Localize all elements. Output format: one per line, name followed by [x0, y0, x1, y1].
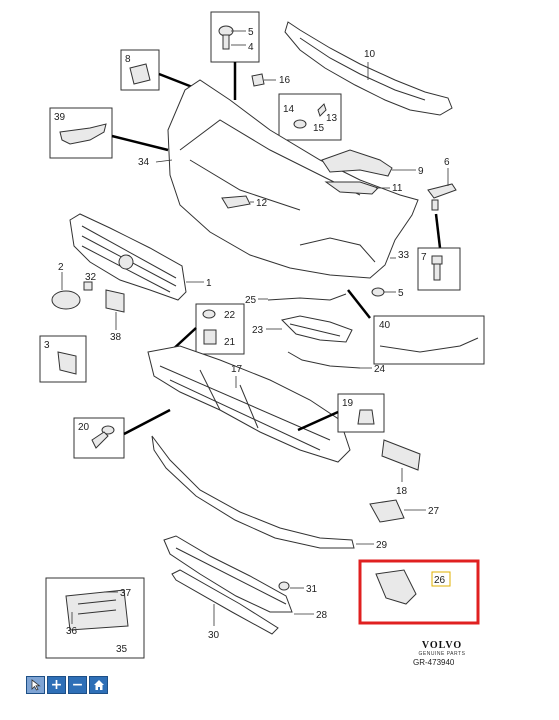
part-16-clip[interactable] — [251, 73, 265, 87]
label-4[interactable]: 4 — [248, 42, 254, 53]
part-18-cover[interactable] — [381, 439, 421, 471]
diagram-reference: GR-473940 — [413, 658, 455, 667]
part-30-strip[interactable] — [171, 569, 279, 635]
label-9[interactable]: 9 — [418, 166, 424, 177]
label-36[interactable]: 36 — [66, 626, 78, 637]
label-28[interactable]: 28 — [316, 610, 328, 621]
label-15[interactable]: 15 — [313, 123, 325, 134]
label-7[interactable]: 7 — [421, 252, 427, 263]
part-11-bracket[interactable] — [324, 181, 379, 195]
brand-logo: VOLVO GENUINE PARTS — [412, 640, 472, 657]
label-33[interactable]: 33 — [398, 250, 410, 261]
part-25-strip[interactable] — [267, 293, 347, 301]
label-6[interactable]: 6 — [444, 157, 450, 168]
part-3-bracket[interactable] — [39, 335, 87, 383]
label-3[interactable]: 3 — [44, 340, 50, 351]
part-2-emblem[interactable] — [51, 290, 81, 310]
plus-icon[interactable]: + — [47, 676, 66, 694]
minus-icon[interactable]: − — [68, 676, 87, 694]
part-1-grille[interactable] — [69, 213, 187, 301]
part-9-bracket[interactable] — [321, 149, 393, 177]
part-26-bracket[interactable] — [375, 569, 417, 605]
part-24-trim[interactable] — [287, 351, 361, 369]
part-31-clip[interactable] — [278, 581, 290, 591]
label-8[interactable]: 8 — [125, 54, 131, 65]
label-13[interactable]: 13 — [326, 113, 338, 124]
part-13-14-15-fasteners[interactable] — [278, 93, 342, 141]
part-5-4-screw[interactable] — [210, 11, 260, 63]
part-23-trim[interactable] — [281, 315, 353, 343]
label-29[interactable]: 29 — [376, 540, 388, 551]
highlight-frame — [358, 559, 480, 625]
part-35-plate-holder[interactable] — [45, 577, 145, 659]
label-17[interactable]: 17 — [231, 364, 243, 375]
part-34-bumper-cover[interactable] — [167, 79, 419, 279]
label-11[interactable]: 11 — [392, 183, 403, 194]
label-16[interactable]: 16 — [279, 75, 291, 86]
label-23[interactable]: 23 — [252, 325, 264, 336]
label-22[interactable]: 22 — [224, 310, 236, 321]
part-29-lower-trim[interactable] — [151, 435, 355, 549]
brand-name: VOLVO — [421, 640, 463, 651]
part-10-upper-cover[interactable] — [284, 21, 453, 116]
label-34[interactable]: 34 — [138, 157, 150, 168]
label-26[interactable]: 26 — [434, 575, 446, 586]
part-5-cap[interactable] — [371, 287, 385, 297]
label-38[interactable]: 38 — [110, 332, 122, 343]
label-37[interactable]: 37 — [120, 588, 132, 599]
label-5[interactable]: 5 — [248, 27, 254, 38]
label-10[interactable]: 10 — [364, 49, 376, 60]
label-1[interactable]: 1 — [206, 278, 212, 289]
brand-subtitle: GENUINE PARTS — [418, 651, 466, 657]
part-6-clip[interactable] — [427, 183, 457, 211]
label-5-cap[interactable]: 5 — [398, 288, 404, 299]
part-8-bracket[interactable] — [120, 49, 160, 91]
label-39[interactable]: 39 — [54, 112, 66, 123]
label-18[interactable]: 18 — [396, 486, 408, 497]
label-20[interactable]: 20 — [78, 422, 90, 433]
part-20-bolt[interactable] — [73, 417, 125, 459]
label-2[interactable]: 2 — [58, 262, 64, 273]
home-icon[interactable] — [89, 676, 108, 694]
part-40-strip[interactable] — [373, 315, 485, 365]
label-14[interactable]: 14 — [283, 104, 295, 115]
part-39-bracket[interactable] — [49, 107, 113, 159]
label-12[interactable]: 12 — [256, 198, 268, 209]
part-21-22-fasteners[interactable] — [195, 303, 245, 355]
part-38-bracket[interactable] — [105, 289, 125, 313]
label-31[interactable]: 31 — [306, 584, 318, 595]
label-30[interactable]: 30 — [208, 630, 220, 641]
label-32[interactable]: 32 — [85, 272, 97, 283]
part-12-bracket[interactable] — [221, 195, 251, 209]
label-25[interactable]: 25 — [245, 295, 257, 306]
label-35[interactable]: 35 — [116, 644, 128, 655]
viewer-toolbar: + − — [26, 676, 108, 694]
label-24[interactable]: 24 — [374, 364, 386, 375]
label-19[interactable]: 19 — [342, 398, 354, 409]
label-27[interactable]: 27 — [428, 506, 440, 517]
label-40[interactable]: 40 — [379, 320, 391, 331]
cursor-icon[interactable] — [26, 676, 45, 694]
part-7-screw[interactable] — [417, 247, 461, 291]
label-21[interactable]: 21 — [224, 337, 236, 348]
part-27-bracket[interactable] — [369, 499, 405, 523]
part-32-clip[interactable] — [83, 281, 93, 291]
part-19-clip[interactable] — [337, 393, 385, 433]
part-28-lower-grille[interactable] — [163, 535, 293, 613]
